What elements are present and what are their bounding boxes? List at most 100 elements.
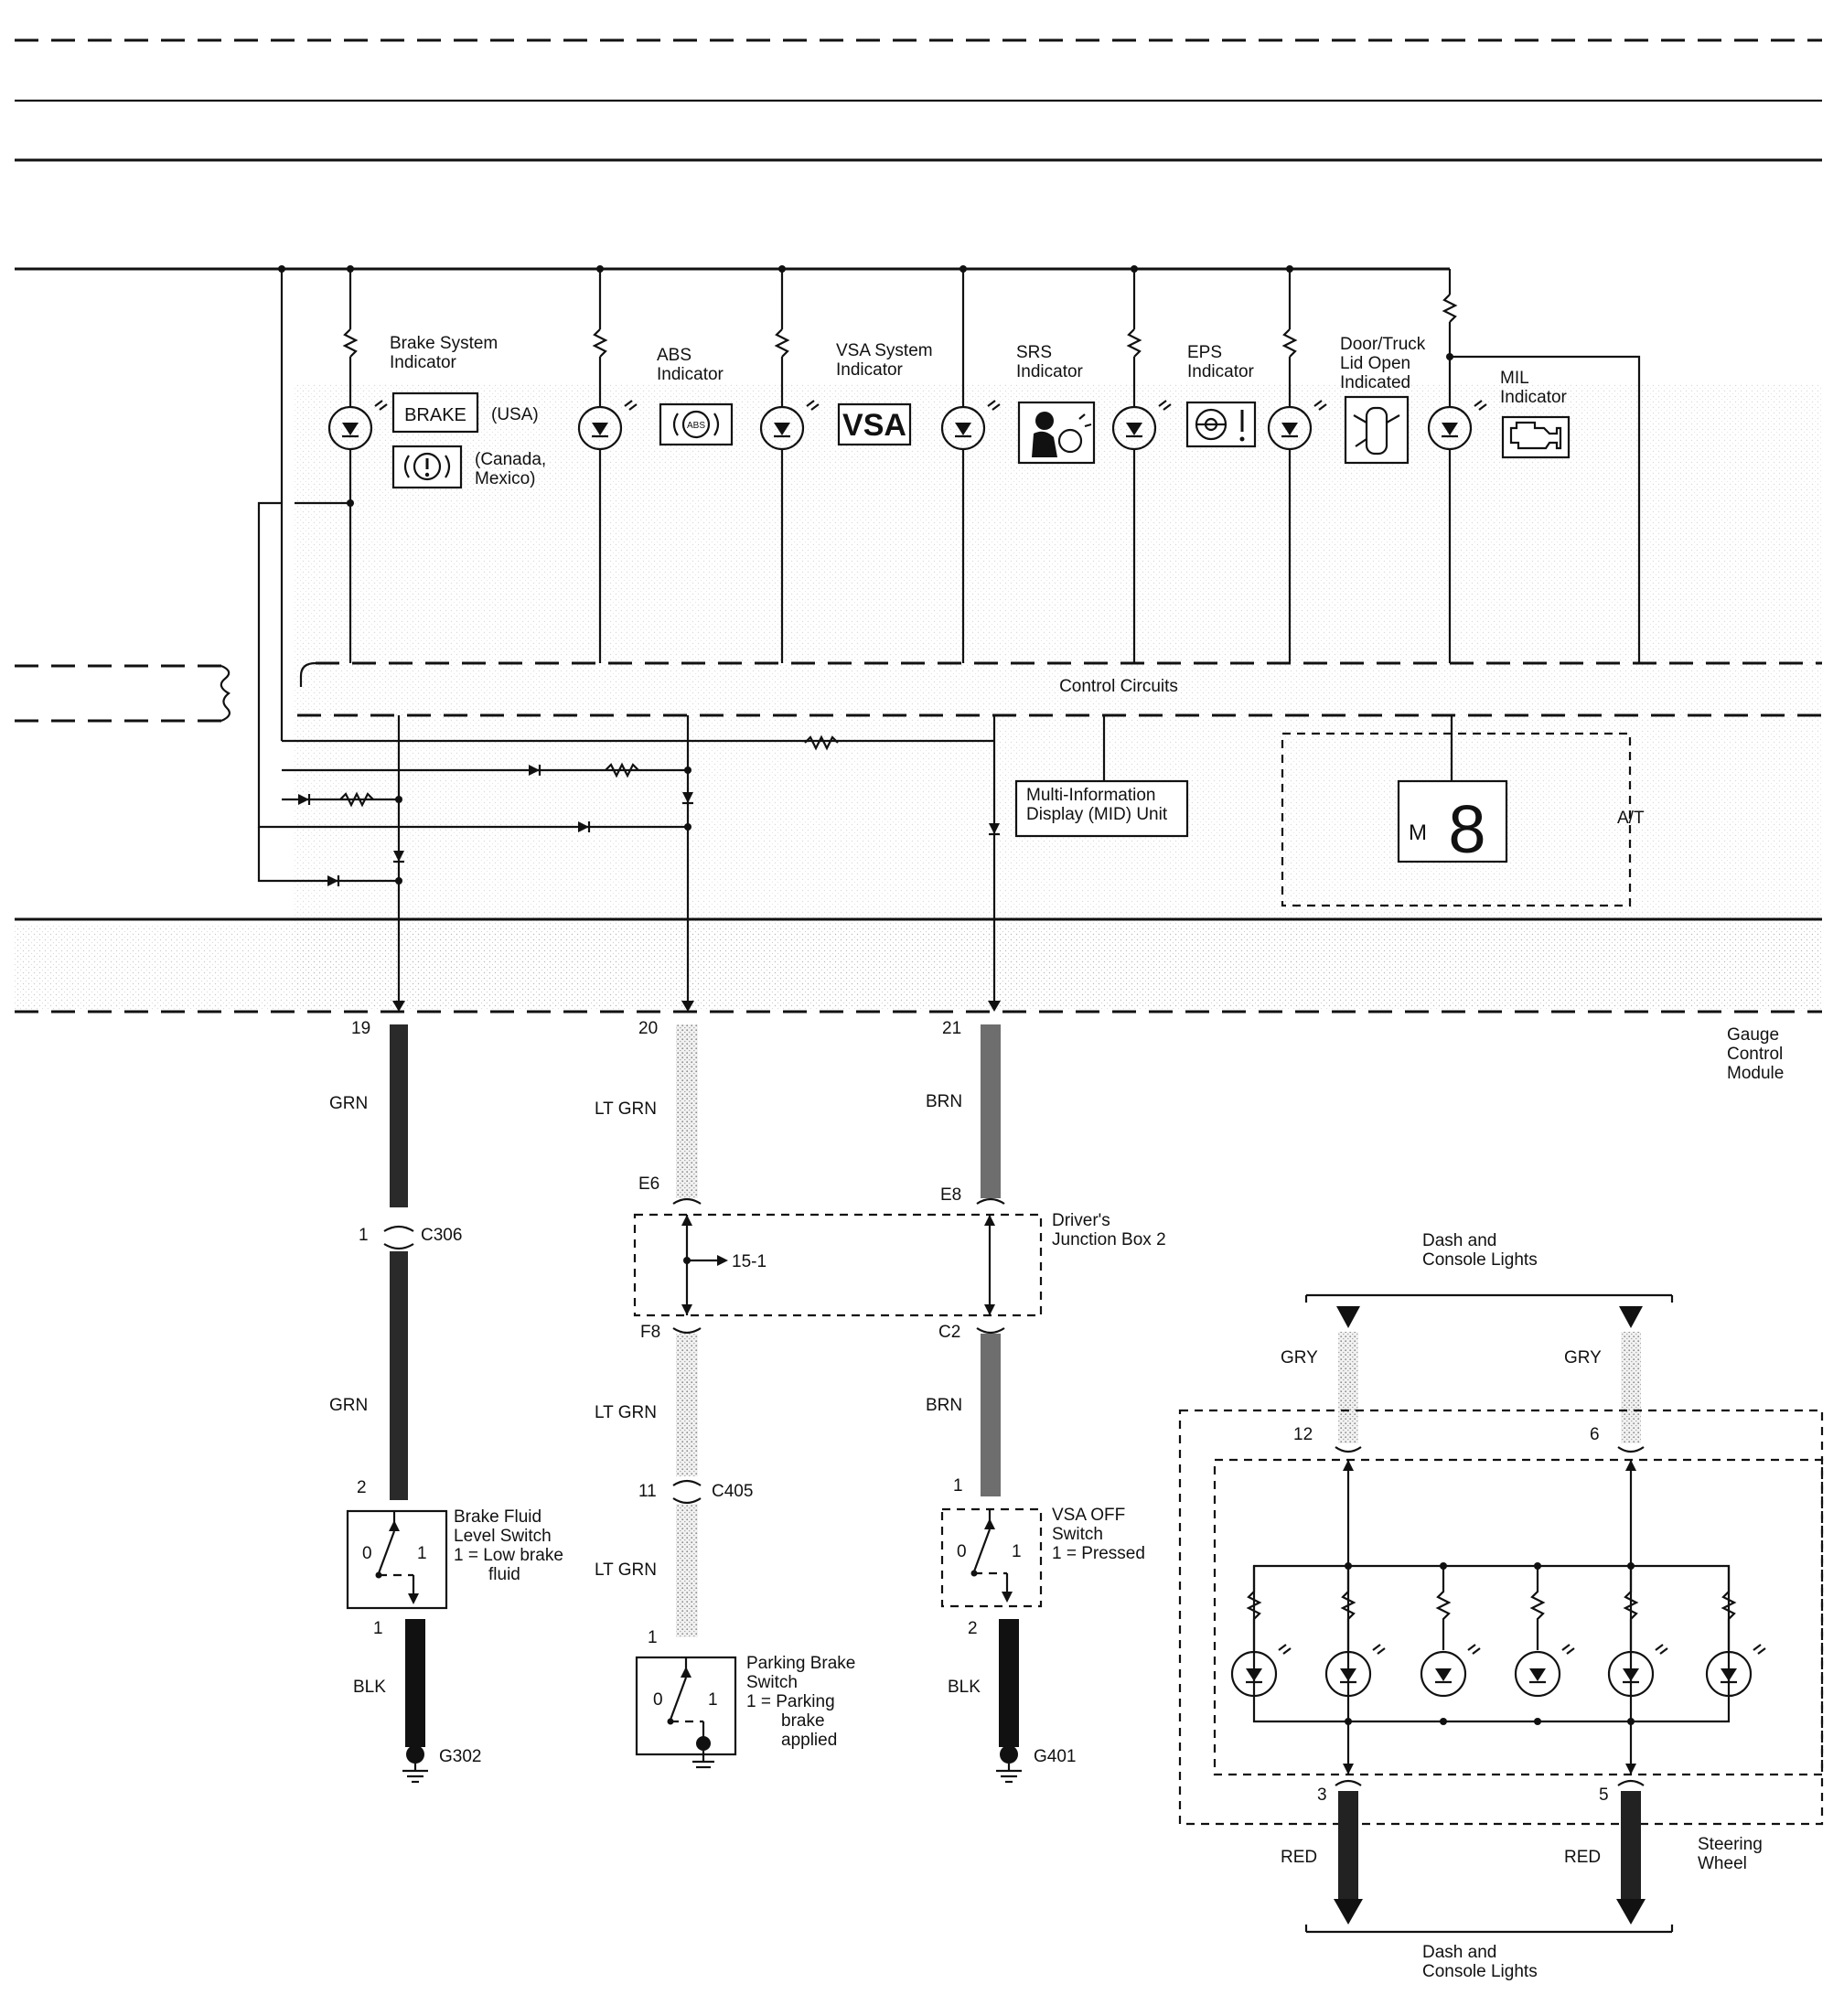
ground-g302-icon: [402, 1745, 428, 1784]
gear-digit: 8: [1448, 791, 1485, 867]
switch-pin-2: 2: [357, 1478, 367, 1497]
mil-indicator-lamp: [1427, 269, 1641, 663]
wire-red-label-right: RED: [1564, 1848, 1601, 1867]
steering-warning-icon: [1195, 408, 1245, 442]
abs-indicator-label-2: Indicator: [657, 365, 724, 384]
wire-brn-lower: [981, 1334, 1001, 1496]
parking-pos0: 0: [653, 1690, 663, 1710]
parking-switch-name-2: Switch: [746, 1673, 798, 1692]
wire-brn-label-1: BRN: [926, 1092, 962, 1111]
brake-fluid-switch-name-2: Level Switch: [454, 1527, 552, 1546]
jb-ref-15-1: 15-1: [732, 1252, 767, 1271]
pin-3: 3: [1317, 1785, 1327, 1805]
wire-grn-label-1: GRN: [329, 1094, 368, 1113]
steering-wheel-label-2: Wheel: [1698, 1854, 1747, 1873]
pin-5: 5: [1599, 1785, 1609, 1805]
mil-indicator-label-2: Indicator: [1500, 388, 1568, 407]
resistor-2: [339, 791, 374, 808]
parking-switch-desc-2: brake: [781, 1711, 825, 1731]
gcm-label-3: Module: [1727, 1064, 1784, 1083]
dash-lights-bottom-label-2: Console Lights: [1422, 1962, 1538, 1981]
header-rules: [15, 38, 1822, 162]
diode-4: [327, 875, 338, 886]
dash-lights-top-label-1: Dash and: [1422, 1231, 1496, 1250]
brake-text-symbol: BRAKE: [404, 405, 466, 425]
pin-21: 21: [942, 1019, 961, 1038]
steering-wheel-section: Dash and Console Lights GRY GRY 12 6: [1178, 1231, 1824, 1981]
vsa-switch-name-1: VSA OFF: [1052, 1506, 1125, 1525]
parking-pos1: 1: [708, 1690, 718, 1710]
parking-brake-circuit: 20 LT GRN E6 F8 LT GRN 11 C405 LT GRN 1 …: [595, 1019, 855, 1769]
abs-indicator-lamp: [577, 269, 638, 663]
jb-pin-c2: C2: [938, 1323, 960, 1342]
brake-fluid-switch-desc-1: 1 = Low brake: [454, 1546, 563, 1565]
power-bus: [15, 265, 1450, 273]
brake-fluid-switch-box: [346, 1509, 448, 1610]
mid-label-1: Multi-Information: [1026, 786, 1156, 805]
diode-7: [989, 823, 1000, 834]
ground-g401-icon: [996, 1745, 1022, 1784]
srs-indicator-label-2: Indicator: [1016, 362, 1084, 381]
brake-warning-icon: [403, 452, 451, 481]
resistor-3: [804, 735, 839, 751]
wire-blk-label-2: BLK: [948, 1678, 981, 1697]
wire-red-left: [1338, 1791, 1358, 1901]
mid-unit: Multi-Information Display (MID) Unit: [1014, 779, 1189, 838]
dash-lights-top-label-2: Console Lights: [1422, 1250, 1538, 1270]
steering-wheel-label-1: Steering: [1698, 1835, 1763, 1854]
jb-pin-e8: E8: [940, 1185, 961, 1205]
wire-blk-g401: [999, 1619, 1019, 1747]
junction-box-label-1: Driver's: [1052, 1211, 1110, 1230]
gear-position-display: M 8 A/T: [1281, 732, 1645, 907]
wire-lt-grn-label-3: LT GRN: [595, 1560, 657, 1580]
brake-fluid-switch-name-1: Brake Fluid: [454, 1507, 541, 1527]
door-indicator-label-3: Indicated: [1340, 373, 1410, 392]
vsa-switch-pin-2: 2: [968, 1619, 978, 1638]
mid-label-2: Display (MID) Unit: [1026, 805, 1168, 824]
car-door-open-icon: [1353, 406, 1400, 456]
brake-indicator-group: Brake System Indicator BRAKE (USA) (Cana…: [390, 334, 546, 489]
steering-wheel-outer-box: [1178, 1409, 1824, 1826]
wire-brn-upper: [981, 1024, 1001, 1198]
brake-canada-label-2: Mexico): [475, 469, 536, 488]
gauge-control-module: Control Circuits Gauge Control Module: [15, 661, 1822, 1083]
wire-red-label-left: RED: [1281, 1848, 1317, 1867]
wire-grn-lower: [390, 1251, 408, 1500]
pin-19: 19: [351, 1019, 370, 1038]
wire-red-right: [1621, 1791, 1641, 1901]
brake-indicator-lamp: [327, 269, 388, 663]
wire-lt-grn-lower: [676, 1504, 698, 1637]
gcm-label-2: Control: [1727, 1045, 1783, 1064]
wire-lt-grn-middle: [676, 1334, 698, 1476]
jb-pin-e6: E6: [638, 1174, 659, 1194]
parking-switch-name-1: Parking Brake: [746, 1654, 855, 1673]
wire-gry-label-right: GRY: [1564, 1348, 1602, 1367]
internal-wiring: [257, 269, 1453, 1012]
vsa-switch-desc-1: 1 = Pressed: [1052, 1544, 1145, 1563]
parking-brake-switch-box: [635, 1656, 737, 1756]
vsa-switch-pin-1: 1: [953, 1476, 963, 1496]
brake-fluid-switch-desc-2: fluid: [488, 1565, 520, 1584]
door-indicator-group: Door/Truck Lid Open Indicated: [1340, 335, 1426, 465]
pin-6: 6: [1590, 1425, 1600, 1444]
c306-label: C306: [421, 1226, 462, 1245]
junction-box-label-2: Junction Box 2: [1052, 1230, 1166, 1249]
wire-lt-grn-label-1: LT GRN: [595, 1099, 657, 1119]
pin-20: 20: [638, 1019, 658, 1038]
vsa-indicator-label-2: Indicator: [836, 360, 904, 380]
vsa-symbol-text: VSA: [842, 408, 906, 443]
parking-switch-desc-1: 1 = Parking: [746, 1692, 835, 1711]
vsa-switch-name-2: Switch: [1052, 1525, 1103, 1544]
ground-g401-label: G401: [1034, 1747, 1076, 1766]
brake-fluid-pos0: 0: [362, 1544, 372, 1563]
srs-indicator-group: SRS Indicator: [1016, 343, 1096, 465]
jb-pin-f8: F8: [640, 1323, 660, 1342]
brake-canada-label-1: (Canada,: [475, 450, 546, 469]
eps-indicator-label-2: Indicator: [1187, 362, 1255, 381]
brake-indicator-label-2: Indicator: [390, 353, 457, 372]
at-label: A/T: [1617, 809, 1645, 828]
diode-3: [578, 821, 589, 832]
wire-grn-upper: [390, 1024, 408, 1207]
c405-label: C405: [712, 1482, 753, 1501]
brake-fluid-pos1: 1: [417, 1544, 427, 1563]
